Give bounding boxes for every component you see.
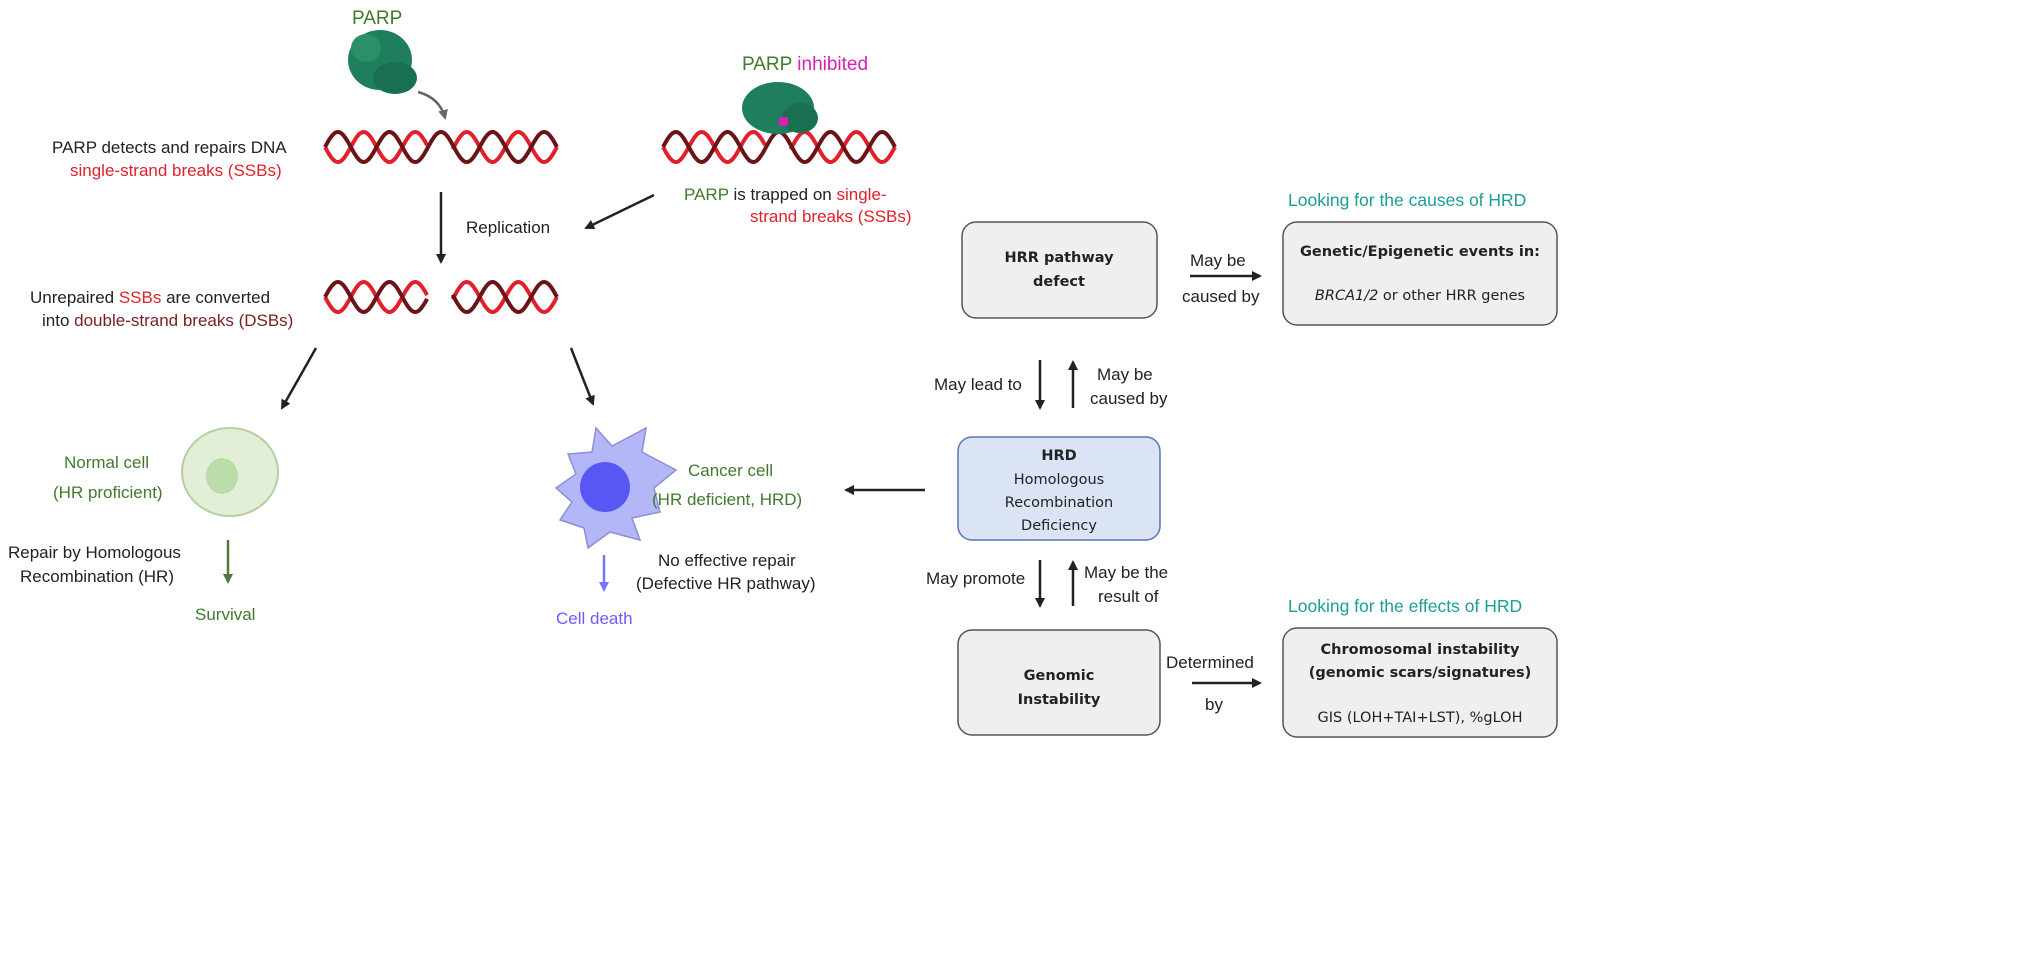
normal-nucleus-icon <box>206 458 238 494</box>
detect-text-1: PARP detects and repairs DNA <box>52 138 287 157</box>
replication-label: Replication <box>466 218 550 237</box>
dna-helix-ssb <box>323 129 559 165</box>
hrd-line1: Homologous <box>1014 472 1105 488</box>
hrd-line2: Recombination <box>1005 495 1113 511</box>
determined-1: Determined <box>1166 653 1254 672</box>
no-repair-text-2: (Defective HR pathway) <box>636 574 816 593</box>
dna-helix-dsb <box>323 279 559 315</box>
detect-text-2: single-strand breaks (SSBs) <box>70 161 282 180</box>
parp-inhibited-label: PARP inhibited <box>742 54 868 75</box>
dna-helix-trapped <box>661 129 897 165</box>
determined-2: by <box>1205 695 1223 714</box>
result-of-1: May be the <box>1084 563 1168 582</box>
trapped-arrow <box>584 193 655 230</box>
chromosomal-line1: Chromosomal instability <box>1321 642 1521 658</box>
no-repair-text-1: No effective repair <box>658 551 796 570</box>
genomic-line1: Genomic <box>1024 668 1095 684</box>
chromosomal-line3: GIS (LOH+TAI+LST), %gLOH <box>1318 710 1523 726</box>
chromosomal-line2: (genomic scars/signatures) <box>1309 665 1532 681</box>
cancer-cell-label: Cancer cell <box>688 461 773 480</box>
hrd-title: HRD <box>1041 448 1076 464</box>
genetic-box <box>1282 221 1558 326</box>
bind-arrow <box>417 90 448 120</box>
survival-label: Survival <box>195 605 255 624</box>
hrd-box <box>957 436 1161 541</box>
trapped-text-1: PARP is trapped on single- <box>684 185 887 204</box>
parp-inhibited-protein-icon <box>742 82 818 134</box>
genomic-line2: Instability <box>1018 692 1101 708</box>
chromosomal-box <box>1282 627 1558 738</box>
repair-text-2: Recombination (HR) <box>20 567 174 586</box>
hrr-defect-box <box>961 221 1158 319</box>
parp-protein-icon <box>348 30 417 94</box>
genomic-instability-box <box>957 629 1161 736</box>
dna-strand <box>323 129 559 165</box>
dna-strand <box>661 129 897 165</box>
parp-label: PARP <box>352 8 402 29</box>
hrd-line3: Deficiency <box>1021 518 1097 534</box>
cancer-nucleus-icon <box>580 462 630 512</box>
cell-death-label: Cell death <box>556 609 633 628</box>
repair-text-1: Repair by Homologous <box>8 543 181 562</box>
dna-strand <box>323 279 429 315</box>
dna-strand <box>450 279 559 315</box>
effects-title: Looking for the effects of HRD <box>1288 596 1522 616</box>
may-promote: May promote <box>926 569 1025 588</box>
hrr-box-line1: HRR pathway <box>1004 250 1114 266</box>
to-cancer-arrow <box>569 347 595 406</box>
normal-cell-label: Normal cell <box>64 453 149 472</box>
may-lead-to: May lead to <box>934 375 1022 394</box>
hr-proficient-label: (HR proficient) <box>53 483 163 502</box>
caused-by-h-2: caused by <box>1182 287 1260 306</box>
genetic-box-genes: BRCA1/2 or other HRR genes <box>1315 288 1525 304</box>
result-of-2: result of <box>1098 587 1159 606</box>
to-normal-arrow <box>280 347 318 410</box>
causes-title: Looking for the causes of HRD <box>1288 190 1526 210</box>
caused-by-v-2: caused by <box>1090 389 1168 408</box>
caused-by-v-1: May be <box>1097 365 1153 384</box>
hr-deficient-label: (HR deficient, HRD) <box>652 490 802 509</box>
unrepaired-text: Unrepaired SSBs are converted <box>30 288 270 307</box>
genetic-box-title: Genetic/Epigenetic events in: <box>1300 244 1540 260</box>
caused-by-h-1: May be <box>1190 251 1246 270</box>
trapped-text-2: strand breaks (SSBs) <box>750 207 912 226</box>
dsb-text: into double-strand breaks (DSBs) <box>42 311 293 330</box>
hrr-box-line2: defect <box>1033 274 1085 290</box>
